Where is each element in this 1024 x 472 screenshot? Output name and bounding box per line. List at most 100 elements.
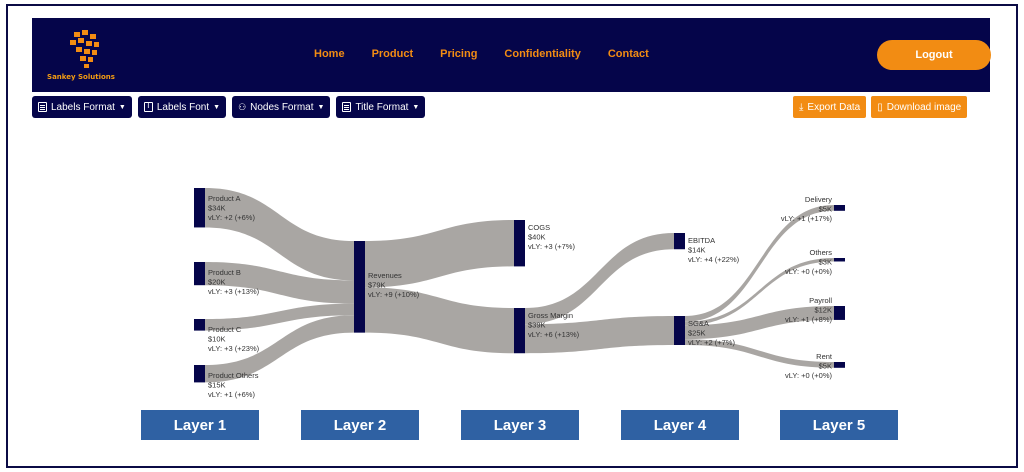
nodes-format-label: Nodes Format (250, 101, 314, 113)
brand-logo[interactable]: Sankey Solutions (46, 28, 116, 82)
node-sga[interactable] (674, 316, 685, 345)
node-sga-label-2: vLY: +2 (+7%) (688, 338, 735, 347)
node-c-label-2: vLY: +3 (+23%) (208, 344, 260, 353)
link-sga-oth[interactable] (685, 258, 834, 326)
node-a[interactable] (194, 188, 205, 228)
node-del-label-0: Delivery (805, 195, 832, 204)
font-icon (143, 101, 153, 112)
link-b-rev[interactable] (205, 262, 354, 304)
nav-pricing[interactable]: Pricing (440, 48, 478, 60)
format-toolbar: Labels Format ▼ Labels Font ▼ ⚇ Nodes Fo… (32, 96, 426, 118)
navbar: Sankey Solutions Home Product Pricing Co… (32, 18, 991, 92)
link-gm-sga[interactable] (525, 316, 674, 354)
node-rent-label-0: Rent (816, 352, 833, 361)
node-c-label-0: Product C (208, 325, 242, 334)
node-gm-label-0: Gross Margin (528, 311, 573, 320)
node-a-label-1: $34K (208, 204, 226, 213)
node-gm[interactable] (514, 308, 525, 354)
nodes-format-button[interactable]: ⚇ Nodes Format ▼ (232, 96, 331, 118)
layer-5-label: Layer 5 (780, 410, 898, 440)
export-tools: ⤓ Export Data ▯ Download image (793, 96, 968, 118)
node-a-label-0: Product A (208, 194, 241, 203)
node-oth-label-1: $3K (819, 258, 832, 267)
node-del[interactable] (834, 205, 845, 211)
node-cogs-label-0: COGS (528, 223, 550, 232)
node-pay[interactable] (834, 306, 845, 320)
nav-product[interactable]: Product (371, 48, 414, 60)
link-a-rev[interactable] (205, 188, 354, 281)
link-rev-gm[interactable] (365, 287, 514, 354)
node-gm-label-1: $39K (528, 321, 546, 330)
nav-confidentiality[interactable]: Confidentiality (504, 48, 581, 60)
node-rent[interactable] (834, 362, 845, 368)
title-format-button[interactable]: Title Format ▼ (336, 96, 426, 118)
labels-format-button[interactable]: Labels Format ▼ (32, 96, 132, 118)
labels-font-button[interactable]: Labels Font ▼ (137, 96, 227, 118)
node-b-label-0: Product B (208, 268, 241, 277)
node-gm-label-2: vLY: +6 (+13%) (528, 330, 580, 339)
caret-down-icon: ▼ (412, 103, 420, 111)
labels-font-label: Labels Font (156, 101, 210, 113)
node-rent-label-1: $5K (819, 362, 832, 371)
node-c[interactable] (194, 319, 205, 331)
node-oth-label-2: vLY: +0 (+0%) (785, 267, 832, 276)
node-cogs-label-1: $40K (528, 233, 546, 242)
download-image-button[interactable]: ▯ Download image (871, 96, 968, 118)
node-pay-label-2: vLY: +1 (+8%) (785, 315, 832, 324)
link-sga-pay[interactable] (685, 306, 834, 340)
nodes-icon: ⚇ (238, 101, 247, 112)
download-image-label: Download image (886, 101, 962, 113)
node-del-label-2: vLY: +1 (+17%) (781, 214, 833, 223)
layer-4-label: Layer 4 (621, 410, 739, 440)
node-ebitda-label-0: EBITDA (688, 236, 715, 245)
link-gm-ebitda[interactable] (525, 233, 674, 325)
node-b-label-2: vLY: +3 (+13%) (208, 287, 260, 296)
link-rev-cogs[interactable] (365, 220, 514, 288)
node-b-label-1: $20K (208, 278, 226, 287)
export-data-button[interactable]: ⤓ Export Data (793, 96, 867, 118)
node-d-label-0: Product Others (208, 371, 259, 380)
export-data-label: Export Data (807, 101, 861, 113)
link-c-rev[interactable] (205, 303, 354, 331)
caret-down-icon: ▼ (317, 103, 325, 111)
node-d-label-1: $15K (208, 381, 226, 390)
node-pay-label-1: $12K (814, 306, 832, 315)
node-sga-label-0: SG&A (688, 319, 709, 328)
node-b[interactable] (194, 262, 205, 286)
node-cogs-label-2: vLY: +3 (+7%) (528, 242, 575, 251)
document-icon (342, 102, 352, 112)
node-pay-label-0: Payroll (809, 296, 832, 305)
node-ebitda[interactable] (674, 233, 685, 250)
node-d[interactable] (194, 365, 205, 383)
logout-button[interactable]: Logout (877, 40, 991, 70)
node-rev-label-0: Revenues (368, 271, 402, 280)
caret-down-icon: ▼ (118, 103, 126, 111)
node-oth[interactable] (834, 258, 845, 262)
node-rev-label-1: $79K (368, 281, 386, 290)
title-format-label: Title Format (355, 101, 409, 113)
nav-home[interactable]: Home (314, 48, 345, 60)
brand-icon (70, 30, 99, 68)
image-file-icon: ▯ (877, 101, 883, 113)
nav-contact[interactable]: Contact (607, 48, 649, 60)
node-ebitda-label-2: vLY: +4 (+22%) (688, 255, 740, 264)
layer-1-label: Layer 1 (141, 410, 259, 440)
export-icon: ⤓ (799, 101, 804, 113)
link-d-rev[interactable] (205, 315, 354, 383)
nav-links: Home Product Pricing Confidentiality Con… (314, 48, 676, 60)
caret-down-icon: ▼ (213, 103, 221, 111)
node-d-label-2: vLY: +1 (+6%) (208, 390, 255, 399)
node-rent-label-2: vLY: +0 (+0%) (785, 371, 832, 380)
node-sga-label-1: $25K (688, 329, 706, 338)
node-c-label-1: $10K (208, 335, 226, 344)
node-rev[interactable] (354, 241, 365, 333)
link-sga-rent[interactable] (685, 339, 834, 368)
labels-format-label: Labels Format (51, 101, 115, 113)
layer-2-label: Layer 2 (301, 410, 419, 440)
layer-3-label: Layer 3 (461, 410, 579, 440)
link-sga-del[interactable] (685, 205, 834, 322)
node-a-label-2: vLY: +2 (+6%) (208, 213, 255, 222)
brand-name: Sankey Solutions (47, 73, 115, 81)
node-cogs[interactable] (514, 220, 525, 267)
